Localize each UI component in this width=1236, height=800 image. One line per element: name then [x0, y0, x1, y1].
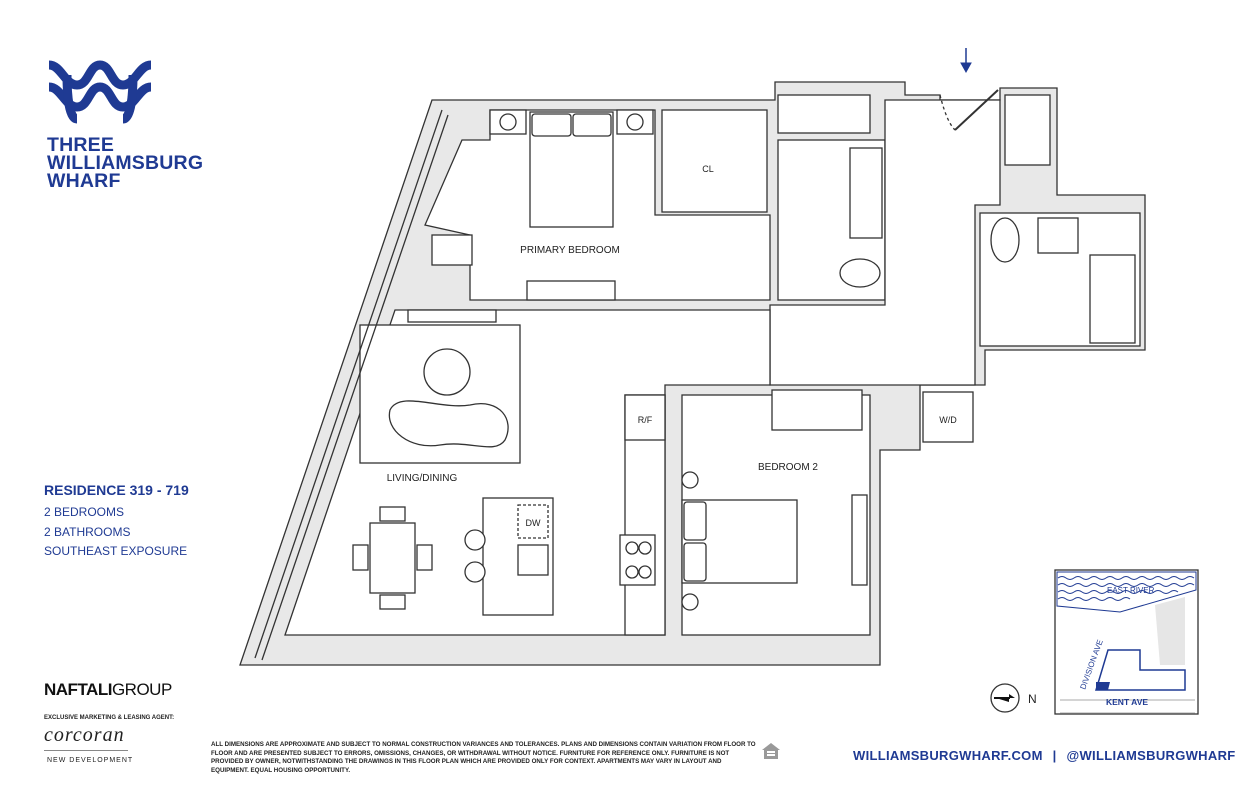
dresser-2 [771, 389, 863, 431]
label-closet: CL [702, 164, 714, 174]
dining-table [369, 522, 416, 594]
social-handle-link[interactable]: @WILLIAMSBURGWHARF [1066, 748, 1236, 763]
refrigerator [624, 394, 666, 441]
developer-light: GROUP [111, 680, 172, 699]
label-washer-dryer: W/D [939, 415, 957, 425]
wall-desk [851, 494, 868, 586]
sofa-back [407, 309, 497, 323]
sofa [388, 400, 509, 448]
sink [517, 544, 549, 576]
label-living-dining: LIVING/DINING [387, 473, 458, 484]
residence-bathrooms: 2 BATHROOMS [44, 525, 131, 539]
compass-icon: N [990, 683, 1037, 713]
compass-label: N [1028, 692, 1037, 706]
keymap-kent-ave: KENT AVE [1106, 697, 1148, 707]
label-bedroom-2: BEDROOM 2 [758, 462, 818, 473]
keymap-river: EAST RIVER [1107, 586, 1155, 595]
cooktop [619, 534, 656, 586]
dishwasher [517, 504, 549, 539]
bathtub-2 [1089, 254, 1136, 344]
equal-housing-icon [762, 743, 780, 759]
logo-wordmark: THREE WILLIAMSBURG WHARF [47, 134, 204, 192]
label-dishwasher: DW [526, 518, 541, 528]
agent-divider [44, 750, 128, 751]
dresser [526, 280, 616, 301]
agent-label: EXCLUSIVE MARKETING & LEASING AGENT: [44, 715, 175, 721]
bathtub-1 [777, 94, 871, 134]
residence-exposure: SOUTHEAST EXPOSURE [44, 544, 188, 558]
developer-logo: NAFTALIGROUP [44, 680, 172, 700]
coffee-table [423, 348, 471, 396]
label-refrigerator: R/F [638, 415, 653, 425]
disclaimer: ALL DIMENSIONS ARE APPROXIMATE AND SUBJE… [211, 741, 756, 774]
agent-logo: corcoran [44, 724, 125, 746]
desk [431, 234, 473, 266]
footer-links: WILLIAMSBURGWHARF.COM | @WILLIAMSBURGWHA… [853, 748, 1236, 763]
entry-closet [1004, 94, 1051, 166]
footer-separator: | [1052, 748, 1057, 763]
logo-line: WILLIAMSBURG [47, 152, 204, 174]
entry-door-swing [939, 94, 956, 131]
room-hall [769, 99, 1001, 386]
website-link[interactable]: WILLIAMSBURGWHARF.COM [853, 748, 1043, 763]
room-closet [661, 109, 768, 213]
key-map: EAST RIVER DIVISION AVE KENT AVE [1054, 569, 1199, 715]
logo-line: WHARF [47, 170, 121, 192]
logo-line: THREE [47, 134, 115, 156]
label-primary-bedroom: PRIMARY BEDROOM [520, 245, 620, 256]
logo-wave-mark [48, 60, 152, 124]
entry-arrow-icon [960, 48, 972, 74]
residence-bedrooms: 2 BEDROOMS [44, 505, 125, 519]
bath-vanity [849, 147, 883, 239]
toilet [839, 258, 881, 288]
developer-bold: NAFTALI [44, 680, 112, 699]
washer-dryer [922, 391, 974, 443]
agent-subtitle: NEW DEVELOPMENT [47, 757, 134, 764]
residence-title: RESIDENCE 319 - 719 [44, 482, 189, 498]
toilet-2 [990, 217, 1020, 263]
sink-2 [1037, 217, 1079, 254]
